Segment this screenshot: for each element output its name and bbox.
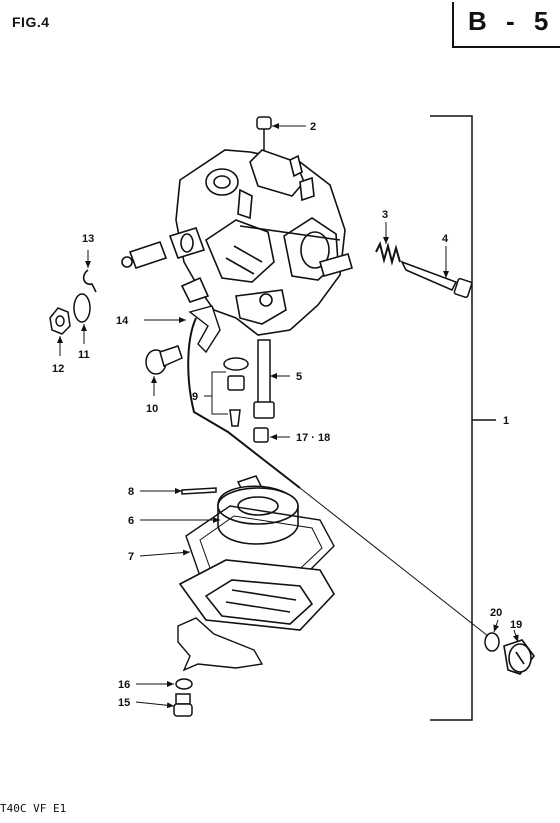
washer-16-part	[175, 678, 193, 690]
callout-7: 7	[128, 551, 134, 563]
needle-screw-4-part	[400, 260, 473, 299]
carburetor-body	[121, 149, 353, 336]
callout-15: 15	[118, 697, 130, 709]
callout-11: 11	[78, 349, 90, 361]
leader-lines	[57, 123, 519, 709]
choke-rod	[299, 487, 489, 637]
lever-14	[188, 305, 221, 354]
section-code: B - 5	[468, 6, 555, 36]
jet-set-9-part	[223, 357, 249, 427]
screw-15-part	[173, 693, 193, 717]
footer-code: T40C VF E1	[0, 802, 67, 815]
callout-14: 14	[116, 315, 129, 327]
float-chamber	[178, 559, 335, 631]
callout-13: 13	[82, 233, 94, 245]
figure-label: FIG.4	[12, 14, 50, 30]
callout-16: 16	[118, 679, 130, 691]
callout-4: 4	[442, 233, 449, 245]
callout-10: 10	[146, 403, 158, 415]
bottom-gasket-plate	[177, 617, 264, 672]
spring-3-part	[375, 241, 401, 266]
callout-8: 8	[128, 486, 134, 498]
grommet-20-part	[484, 632, 500, 652]
callout-2: 2	[310, 121, 316, 133]
jet-17-18-part	[253, 427, 269, 443]
callout-1: 1	[503, 415, 509, 427]
knob-19-part	[503, 639, 536, 675]
callout-19: 19	[510, 619, 522, 631]
callout-9: 9	[192, 391, 198, 403]
assembly-bracket	[430, 115, 496, 721]
clip-13-part	[82, 269, 97, 293]
linkage-wire	[187, 317, 301, 489]
section-box: B - 5	[452, 2, 560, 48]
callout-20: 20	[490, 607, 502, 619]
needle-5-part	[253, 339, 275, 419]
callout-12: 12	[52, 363, 64, 375]
callout-3: 3	[382, 209, 388, 221]
screw-10-part	[145, 345, 183, 375]
nut-12-part	[49, 307, 71, 335]
callout-5: 5	[296, 371, 302, 383]
washer-11-part	[73, 293, 91, 323]
callout-6: 6	[128, 515, 134, 527]
float-6-part	[217, 485, 299, 545]
screw-2-part	[256, 116, 272, 150]
callout-17-18: 17 · 18	[296, 432, 330, 444]
